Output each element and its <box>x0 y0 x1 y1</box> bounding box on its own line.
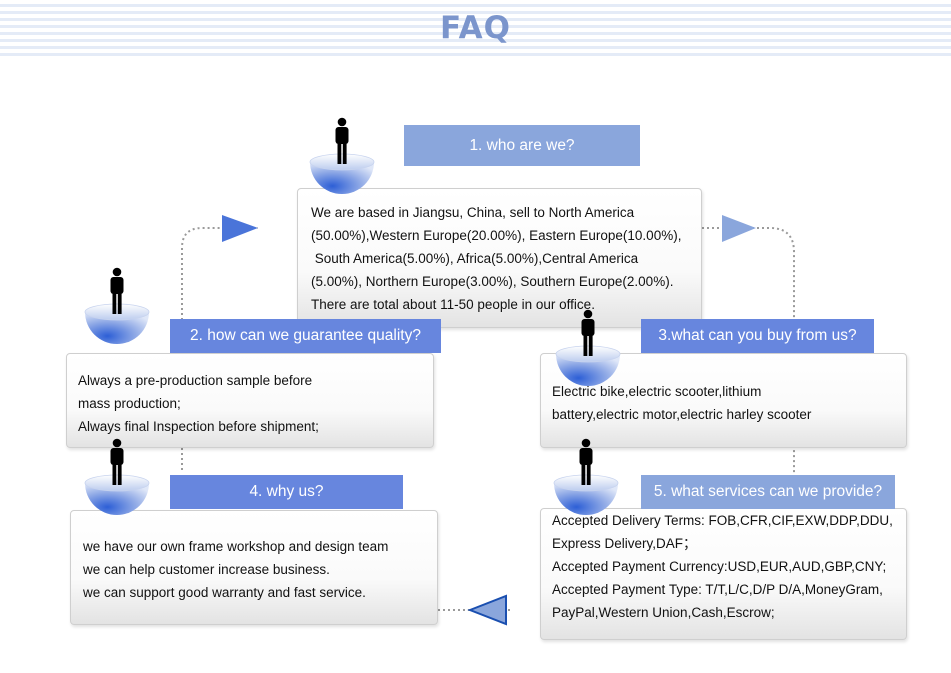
answer-line: We are based in Jiangsu, China, sell to … <box>311 205 635 220</box>
faq-answer-services: Accepted Delivery Terms: FOB,CFR,CIF,EXW… <box>540 508 907 640</box>
answer-line: Always final Inspection before shipment; <box>78 419 319 434</box>
answer-line: South America(5.00%), Africa(5.00%),Cent… <box>311 251 639 266</box>
person-on-globe-icon <box>306 116 378 196</box>
answer-line: PayPal,Western Union,Cash,Escrow; <box>552 605 775 620</box>
answer-line: we have our own frame workshop and desig… <box>83 539 389 554</box>
arrow-right-icon <box>222 215 258 242</box>
answer-line: Electric bike,electric scooter,lithium <box>552 384 762 399</box>
answer-line: we can help customer increase business. <box>83 562 330 577</box>
answer-line: Express Delivery,DAF； <box>552 536 697 551</box>
faq-question-why-us: 4. why us? <box>170 475 403 509</box>
person-on-globe-icon <box>81 266 153 346</box>
answer-line: Accepted Payment Currency:USD,EUR,AUD,GB… <box>552 559 887 574</box>
answer-line: mass production; <box>78 396 181 411</box>
faq-question-products: 3.what can you buy from us? <box>641 319 874 353</box>
connector-q1-to-q3 <box>702 227 795 475</box>
faq-question-services: 5. what services can we provide? <box>641 475 895 509</box>
answer-line: (5.00%), Northern Europe(3.00%), Souther… <box>311 274 674 289</box>
faq-answer-quality: Always a pre-production sample before ma… <box>66 353 434 448</box>
faq-question-who-are-we: 1. who are we? <box>404 125 640 166</box>
answer-line: Accepted Payment Type: T/T,L/C,D/P D/A,M… <box>552 582 883 597</box>
header-band <box>0 0 951 60</box>
answer-line: battery,electric motor,electric harley s… <box>552 407 812 422</box>
answer-line: There are total about 11-50 people in ou… <box>311 297 595 312</box>
page-title: FAQ <box>440 10 511 46</box>
person-on-globe-icon <box>81 437 153 517</box>
person-on-globe-icon <box>552 308 624 388</box>
answer-line: (50.00%),Western Europe(20.00%), Eastern… <box>311 228 682 243</box>
faq-question-quality: 2. how can we guarantee quality? <box>170 319 441 353</box>
answer-line: Accepted Delivery Terms: FOB,CFR,CIF,EXW… <box>552 513 893 528</box>
faq-answer-why-us: we have our own frame workshop and desig… <box>70 510 438 625</box>
answer-line: Always a pre-production sample before <box>78 373 313 388</box>
faq-answer-who-are-we: We are based in Jiangsu, China, sell to … <box>297 188 702 328</box>
arrow-left-icon <box>467 594 507 626</box>
arrow-right-icon <box>722 215 756 242</box>
person-on-globe-icon <box>550 437 622 517</box>
answer-line: we can support good warranty and fast se… <box>83 585 366 600</box>
faq-answer-products: Electric bike,electric scooter,lithium b… <box>540 353 907 448</box>
